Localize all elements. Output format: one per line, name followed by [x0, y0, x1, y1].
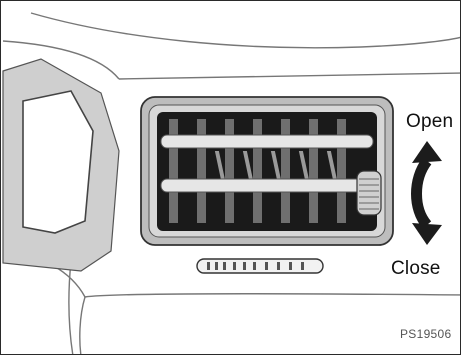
side-panel	[3, 59, 119, 271]
open-label: Open	[406, 111, 453, 133]
figure-code: PS19506	[400, 327, 460, 341]
vent-thumbwheel	[357, 171, 381, 215]
close-label: Close	[391, 258, 441, 280]
air-vent	[157, 112, 377, 231]
lower-grille	[197, 259, 323, 273]
curved-double-arrow-icon	[412, 141, 442, 245]
